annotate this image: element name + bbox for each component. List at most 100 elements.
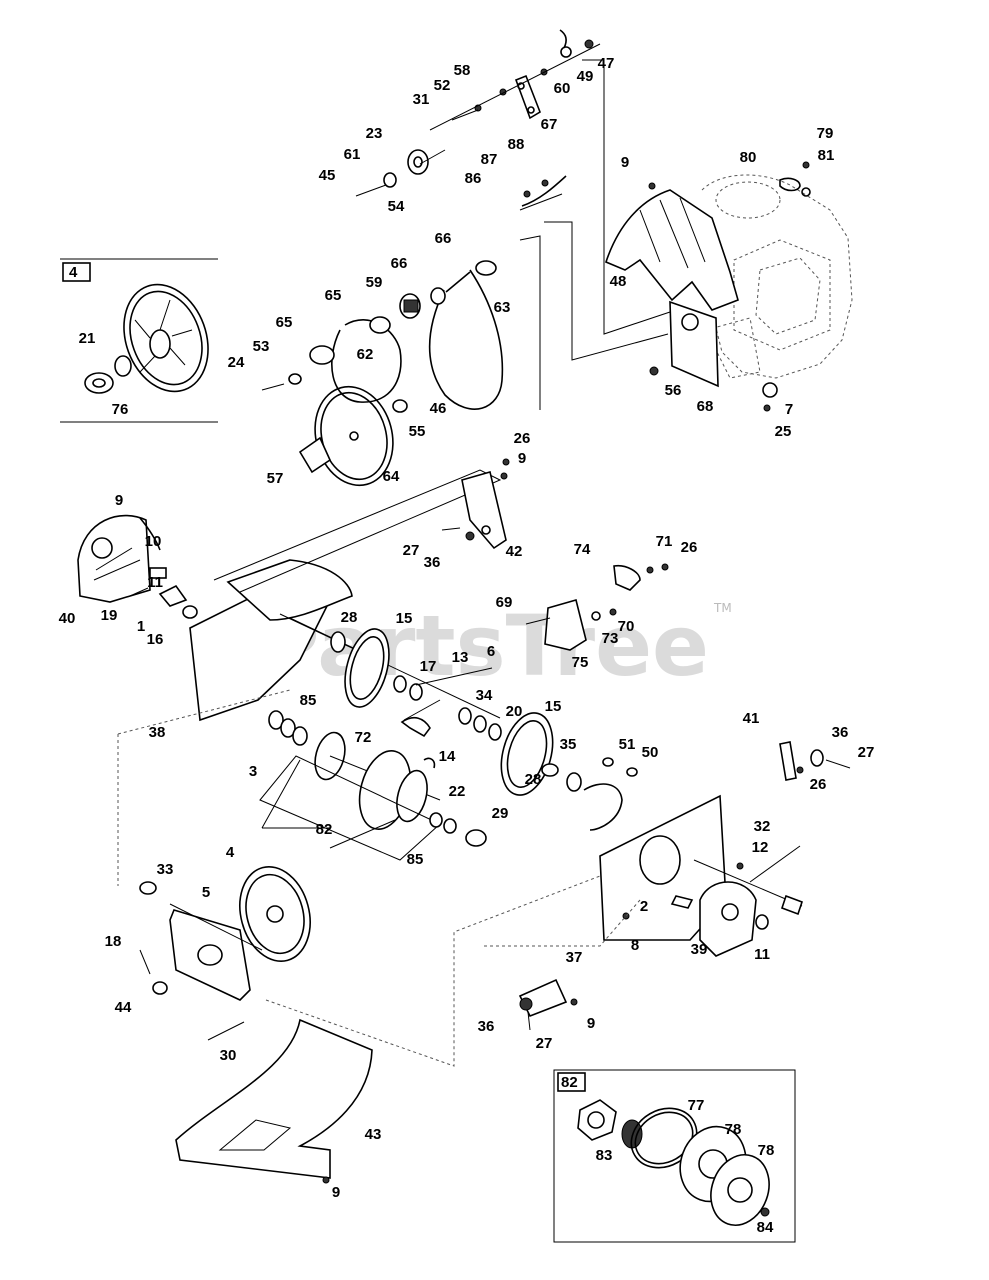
callout-68: 68	[697, 398, 714, 415]
callout-36: 36	[832, 724, 849, 741]
callout-7: 7	[785, 401, 793, 418]
callout-46: 46	[430, 400, 447, 417]
callout-26: 26	[810, 776, 827, 793]
callout-8: 8	[631, 937, 639, 954]
callout-20: 20	[506, 703, 523, 720]
callout-27: 27	[536, 1035, 553, 1052]
callout-66: 66	[391, 255, 408, 272]
callout-13: 13	[452, 649, 469, 666]
callout-66: 66	[435, 230, 452, 247]
callout-2: 2	[640, 898, 648, 915]
callout-17: 17	[420, 658, 437, 675]
callout-32: 32	[754, 818, 771, 835]
callout-65: 65	[325, 287, 342, 304]
callout-55: 55	[409, 423, 426, 440]
callout-86: 86	[465, 170, 482, 187]
callout-76: 76	[112, 401, 129, 418]
drive-pulleys	[261, 149, 504, 487]
callout-87: 87	[481, 151, 498, 168]
callout-1: 1	[137, 618, 145, 635]
transmission-assembly	[259, 710, 487, 861]
callout-75: 75	[572, 654, 589, 671]
callout-26: 26	[681, 539, 698, 556]
callout-78: 78	[725, 1121, 742, 1138]
callout-78: 78	[758, 1142, 775, 1159]
callout-71: 71	[656, 533, 673, 550]
callout-73: 73	[602, 630, 619, 647]
callout-61: 61	[344, 146, 361, 163]
callout-25: 25	[775, 423, 792, 440]
callout-80: 80	[740, 149, 757, 166]
left-gear-case	[77, 514, 198, 619]
control-cable	[582, 59, 671, 335]
callout-54: 54	[388, 198, 405, 215]
wheel-frame	[139, 866, 311, 1041]
callout-28: 28	[341, 609, 358, 626]
callout-27: 27	[403, 542, 420, 559]
callout-53: 53	[253, 338, 270, 355]
callout-84: 84	[757, 1219, 774, 1236]
callout-79: 79	[817, 125, 834, 142]
callout-64: 64	[383, 468, 400, 485]
engine-shroud	[605, 189, 739, 311]
callout-58: 58	[454, 62, 471, 79]
callout-59: 59	[366, 274, 383, 291]
callout-49: 49	[577, 68, 594, 85]
callout-83: 83	[596, 1147, 613, 1164]
callout-37: 37	[566, 949, 583, 966]
callout-74: 74	[574, 541, 591, 558]
callout-31: 31	[413, 91, 430, 108]
callout-81: 81	[818, 147, 835, 164]
callout-44: 44	[115, 999, 132, 1016]
bracket-37	[484, 899, 641, 1031]
callout-72: 72	[355, 729, 372, 746]
callout-47: 47	[598, 55, 615, 72]
callout-45: 45	[319, 167, 336, 184]
callout-56: 56	[665, 382, 682, 399]
callout-10: 10	[145, 533, 162, 550]
callout-57: 57	[267, 470, 284, 487]
chassis-outline	[117, 689, 291, 886]
callout-19: 19	[101, 607, 118, 624]
inset-box-4: 4	[60, 258, 218, 423]
drive-frame	[189, 458, 510, 722]
callout-5: 5	[202, 884, 210, 901]
callout-9: 9	[587, 1015, 595, 1032]
callout-3: 3	[249, 763, 257, 780]
callout-11: 11	[147, 574, 163, 591]
callout-24: 24	[228, 354, 245, 371]
right-frame	[525, 563, 851, 957]
callout-85: 85	[407, 851, 424, 868]
callout-69: 69	[496, 594, 513, 611]
inset-box-82: 82	[553, 1069, 796, 1243]
callout-21: 21	[79, 330, 96, 347]
callout-51: 51	[619, 736, 636, 753]
callout-42: 42	[506, 543, 523, 560]
idler-bracket	[355, 29, 811, 412]
callout-70: 70	[618, 618, 635, 635]
callout-4: 4	[226, 844, 235, 861]
callout-9: 9	[332, 1184, 340, 1201]
callout-14: 14	[439, 748, 456, 765]
callout-34: 34	[476, 687, 493, 704]
callout-36: 36	[478, 1018, 495, 1035]
callout-6: 6	[487, 643, 495, 660]
callout-48: 48	[610, 273, 627, 290]
callout-9: 9	[518, 450, 526, 467]
callout-38: 38	[149, 724, 166, 741]
callout-60: 60	[554, 80, 571, 97]
callout-88: 88	[508, 136, 525, 153]
callout-39: 39	[691, 941, 708, 958]
callout-23: 23	[366, 125, 383, 142]
engine-outline	[701, 174, 853, 379]
callout-62: 62	[357, 346, 374, 363]
callout-67: 67	[541, 116, 558, 133]
inset-box-4-label: 4	[69, 264, 78, 281]
callout-77: 77	[688, 1097, 705, 1114]
callout-50: 50	[642, 744, 659, 761]
watermark-tm: TM	[713, 601, 732, 615]
callout-35: 35	[560, 736, 577, 753]
inset-box-82-label: 82	[561, 1074, 578, 1091]
